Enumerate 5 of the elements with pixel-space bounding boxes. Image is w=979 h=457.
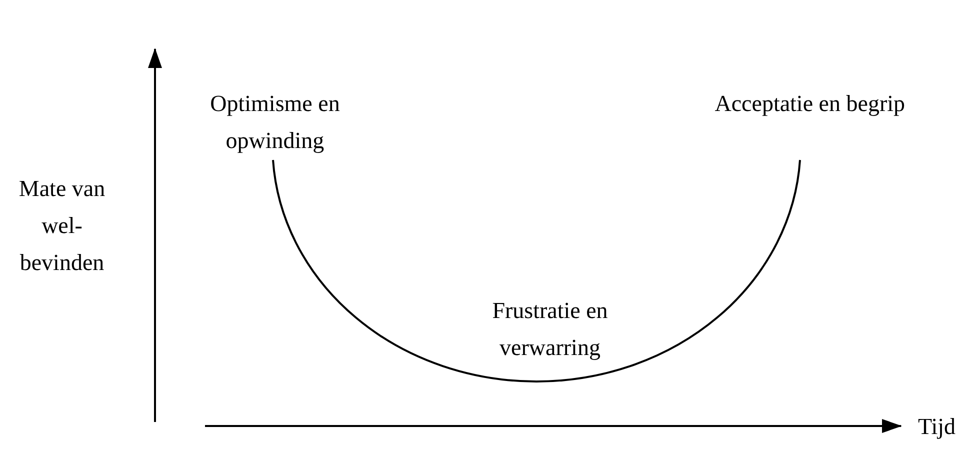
curve-label: Optimisme en opwinding xyxy=(209,90,341,155)
curve-label: Acceptatie en begrip xyxy=(714,90,905,118)
axis-title: Mate van wel-bevinden xyxy=(18,175,106,277)
curve-label: Frustratie en verwarring xyxy=(491,297,609,362)
axis-title: Tijd xyxy=(918,413,957,441)
